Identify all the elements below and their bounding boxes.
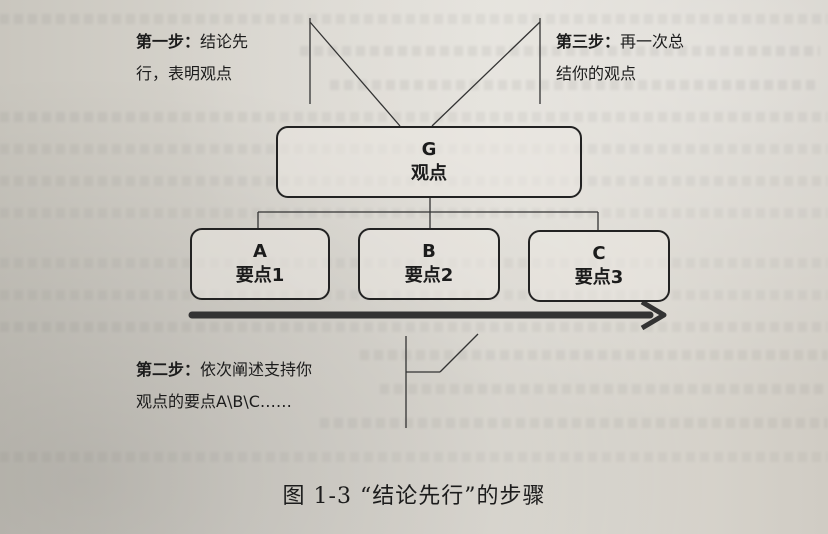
step2-label: 第二步： xyxy=(136,360,201,379)
child-node-c-key: C xyxy=(592,243,606,264)
step3-label: 第三步： xyxy=(556,32,621,51)
step3-pointer-line xyxy=(431,21,541,127)
child-node-c-box: C 要点3 xyxy=(528,230,670,302)
step2-pointer-diag xyxy=(439,333,479,373)
step1-label: 第一步： xyxy=(136,32,201,51)
child-node-a-key: A xyxy=(253,241,267,262)
step1-text-line2: 行，表明观点 xyxy=(136,64,233,83)
child-node-a-label: 要点1 xyxy=(235,265,285,286)
step2-note: 第二步：依次阐述支持你 观点的要点A\B\C…… xyxy=(136,354,312,418)
child-node-b-box: B 要点2 xyxy=(358,228,500,300)
child-node-c-label: 要点3 xyxy=(574,267,624,288)
step3-text-line1: 再一次总 xyxy=(620,32,685,51)
step3-note: 第三步：再一次总 结你的观点 xyxy=(556,26,684,90)
child-node-a-box: A 要点1 xyxy=(190,228,330,300)
step1-text-line1: 结论先 xyxy=(200,32,249,51)
top-node-label: 观点 xyxy=(411,163,447,184)
step1-note: 第一步：结论先 行，表明观点 xyxy=(136,26,248,90)
flow-arrow-head xyxy=(640,299,667,331)
top-node-box: G 观点 xyxy=(276,126,582,198)
top-node-key: G xyxy=(421,139,437,160)
step3-text-line2: 结你的观点 xyxy=(556,64,637,83)
figure-caption: 图 1-3 “结论先行”的步骤 xyxy=(282,484,546,509)
child-node-b-label: 要点2 xyxy=(404,265,454,286)
step2-text-line2: 观点的要点A\B\C…… xyxy=(136,392,292,411)
child-node-b-key: B xyxy=(422,241,436,262)
step2-text-line1: 依次阐述支持你 xyxy=(200,360,313,379)
step1-pointer-line xyxy=(309,21,401,127)
